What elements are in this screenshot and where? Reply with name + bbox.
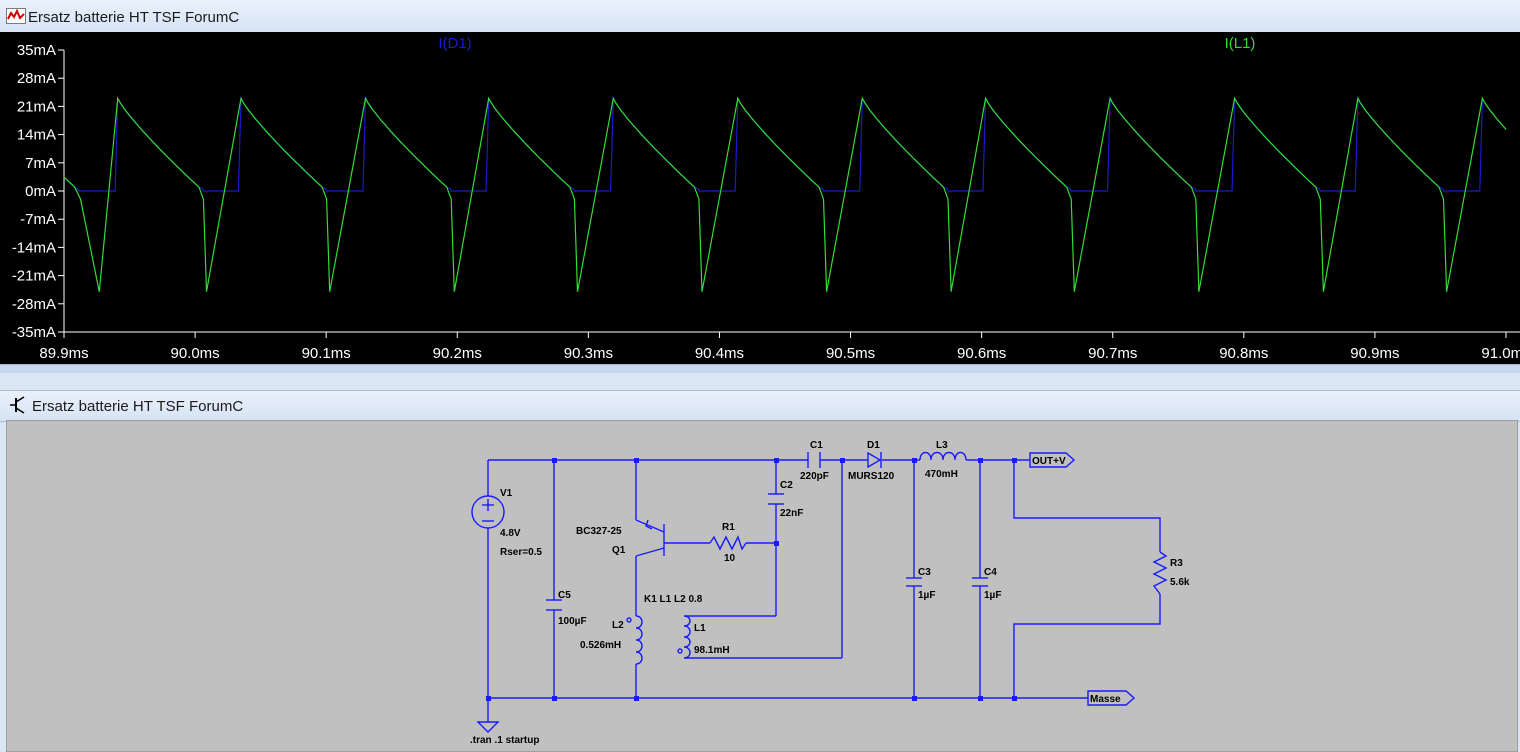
- waveform-window-title: Ersatz batterie HT TSF ForumC: [28, 9, 240, 26]
- y-tick-label: 0mA: [25, 183, 56, 200]
- r3-value-label: 5.6k: [1170, 577, 1190, 588]
- v1-rser-label: Rser=0.5: [500, 547, 542, 558]
- r3-name-label: R3: [1170, 558, 1183, 569]
- l1-name-label: L1: [694, 623, 706, 634]
- legend-il1[interactable]: I(L1): [1225, 35, 1256, 52]
- c4-capacitor[interactable]: [972, 577, 988, 587]
- series-line-il1: [63, 96, 1507, 292]
- c1-name-label: C1: [810, 440, 823, 451]
- q1-name-label: Q1: [612, 545, 626, 556]
- wires: [487, 459, 1161, 722]
- c2-name-label: C2: [780, 480, 793, 491]
- l1-value-label: 98.1mH: [694, 645, 730, 656]
- l2-value-label: 0.526mH: [580, 640, 621, 651]
- y-tick-label: -21mA: [12, 268, 56, 285]
- y-tick-label: 35mA: [17, 42, 56, 59]
- y-tick-label: -14mA: [12, 239, 56, 256]
- l2-inductor[interactable]: [626, 612, 643, 665]
- c2-value-label: 22nF: [780, 508, 803, 519]
- x-tick-label: 90.9ms: [1350, 345, 1399, 362]
- c5-capacitor[interactable]: [546, 599, 562, 611]
- waveform-window: Ersatz batterie HT TSF ForumC 35mA 28mA 21…: [0, 0, 1520, 373]
- y-tick-label: -28mA: [12, 296, 56, 313]
- c5-value-label: 100µF: [558, 616, 587, 627]
- c1-value-label: 220pF: [800, 471, 829, 482]
- tran-directive-label: .tran .1 startup: [470, 735, 539, 746]
- x-tick-label: 90.6ms: [957, 345, 1006, 362]
- q1-model-label: BC327-25: [576, 526, 622, 537]
- c1-capacitor[interactable]: [807, 452, 821, 468]
- window-divider: [0, 364, 1520, 373]
- x-tick-label: 89.9ms: [39, 345, 88, 362]
- waveform-titlebar[interactable]: Ersatz batterie HT TSF ForumC: [0, 0, 1520, 33]
- q1-transistor[interactable]: [635, 519, 665, 557]
- v1-name-label: V1: [500, 488, 513, 499]
- schematic-titlebar[interactable]: Ersatz batterie HT TSF ForumC: [0, 390, 1520, 422]
- masse-net-flag[interactable]: [1087, 690, 1136, 706]
- x-tick-label: 91.0ms: [1481, 345, 1520, 362]
- waveform-icon: [6, 8, 26, 24]
- d1-value-label: MURS120: [848, 471, 895, 482]
- junctions: [486, 458, 1017, 701]
- c3-capacitor[interactable]: [906, 577, 922, 587]
- traces: [63, 96, 1507, 292]
- schematic-window-title: Ersatz batterie HT TSF ForumC: [32, 398, 244, 415]
- y-axis: 35mA 28mA 21mA 14mA 7mA 0mA -7mA -14mA -21mA -28m…: [12, 42, 64, 341]
- ground-symbol: [476, 721, 500, 733]
- c4-value-label: 1µF: [984, 590, 1001, 601]
- y-tick-label: -7mA: [20, 211, 56, 228]
- legend-id1[interactable]: I(D1): [438, 35, 471, 52]
- y-tick-label: -35mA: [12, 324, 56, 341]
- c3-name-label: C3: [918, 567, 931, 578]
- legend: I(D1) I(L1): [438, 35, 1255, 52]
- transistor-icon: [10, 396, 25, 414]
- r1-value-label: 10: [724, 553, 736, 564]
- c4-name-label: C4: [984, 567, 997, 578]
- x-tick-label: 90.1ms: [302, 345, 351, 362]
- x-tick-label: 90.2ms: [433, 345, 482, 362]
- x-tick-label: 90.4ms: [695, 345, 744, 362]
- d1-name-label: D1: [867, 440, 880, 451]
- waveform-plot[interactable]: 35mA 28mA 21mA 14mA 7mA 0mA -7mA -14mA -21mA -28m…: [0, 32, 1520, 364]
- l1-inductor[interactable]: [677, 615, 691, 659]
- r1-resistor[interactable]: [709, 535, 747, 551]
- l3-name-label: L3: [936, 440, 948, 451]
- schematic-window: Ersatz batterie HT TSF ForumC: [0, 378, 1520, 752]
- l3-value-label: 470mH: [925, 469, 958, 480]
- y-tick-label: 7mA: [25, 155, 56, 172]
- out-label-label: OUT+V: [1032, 456, 1066, 467]
- gnd-label-label: Masse: [1090, 694, 1121, 705]
- c5-name-label: C5: [558, 590, 571, 601]
- y-tick-label: 21mA: [17, 98, 56, 115]
- r3-resistor[interactable]: [1152, 551, 1168, 595]
- v1-source[interactable]: [471, 495, 505, 529]
- x-tick-label: 90.0ms: [170, 345, 219, 362]
- x-tick-label: 90.5ms: [826, 345, 875, 362]
- r1-name-label: R1: [722, 522, 735, 533]
- x-axis: 89.9ms 90.0ms 90.1ms 90.2ms 90.3ms 90.4ms 90.5…: [39, 332, 1520, 362]
- y-tick-label: 14mA: [17, 127, 56, 144]
- l2-name-label: L2: [612, 620, 624, 631]
- k1-directive-label: K1 L1 L2 0.8: [644, 594, 703, 605]
- out-net-flag[interactable]: [1029, 452, 1076, 468]
- d1-diode[interactable]: [867, 451, 882, 469]
- c3-value-label: 1µF: [918, 590, 935, 601]
- v1-value-label: 4.8V: [500, 528, 521, 539]
- x-tick-label: 90.8ms: [1219, 345, 1268, 362]
- x-tick-label: 90.3ms: [564, 345, 613, 362]
- x-tick-label: 90.7ms: [1088, 345, 1137, 362]
- l3-inductor[interactable]: [919, 451, 967, 461]
- c2-capacitor[interactable]: [768, 493, 784, 505]
- y-tick-label: 28mA: [17, 70, 56, 87]
